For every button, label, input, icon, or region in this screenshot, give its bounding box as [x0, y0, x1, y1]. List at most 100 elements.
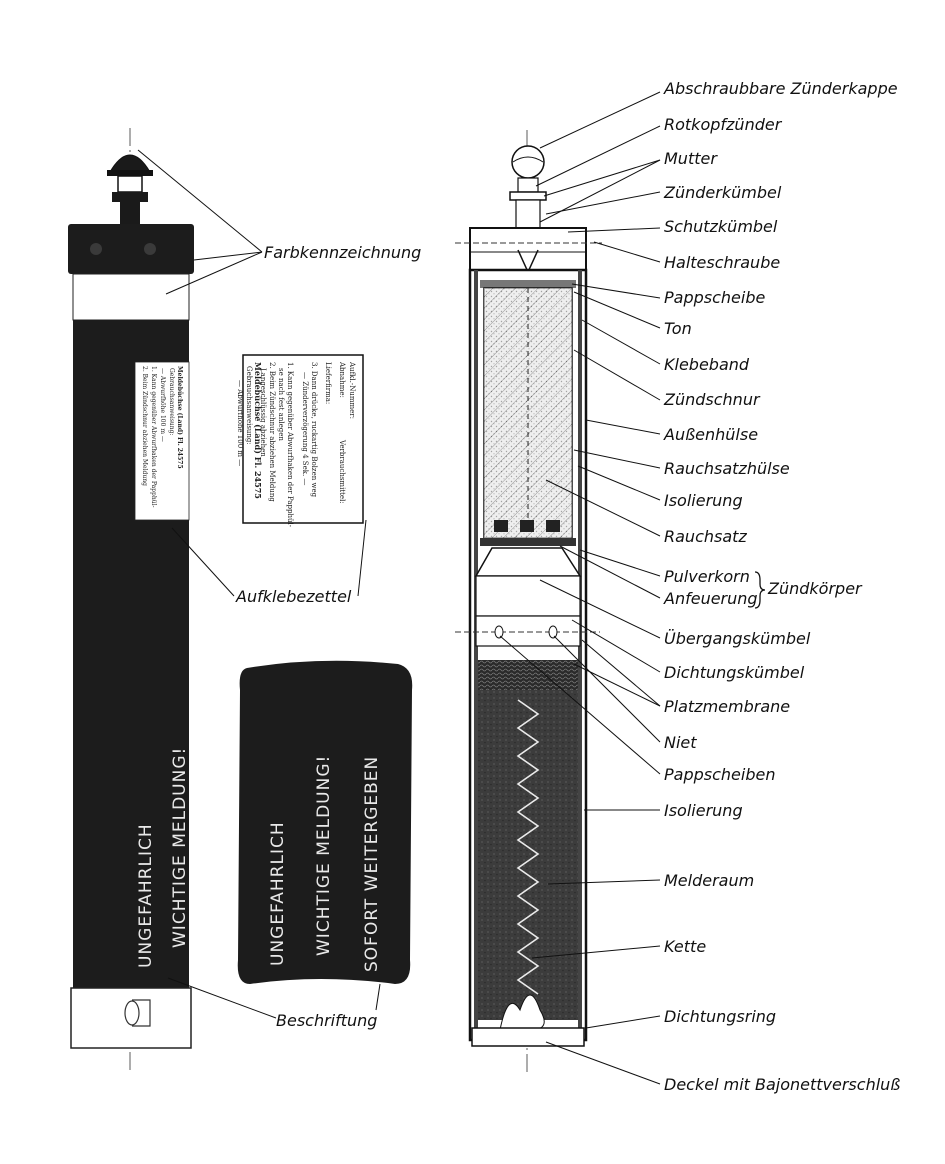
- chain-bundle: [499, 994, 545, 1031]
- message-chamber: [478, 690, 578, 1020]
- tube-text-line2: WICHTIGE MELDUNG!: [170, 746, 190, 948]
- ignition-charge: [480, 538, 576, 546]
- label-platzmembrane: Platzmembrane: [664, 697, 791, 716]
- rivet-right: [548, 625, 558, 639]
- leader-niet: [553, 635, 661, 743]
- igniter-cone: [474, 547, 582, 577]
- leader-pappscheibe: [571, 283, 661, 299]
- label-isolierung-top: Isolierung: [664, 491, 743, 510]
- exterior-tube: [68, 128, 194, 1072]
- cutaway-fuze-neck: [517, 177, 539, 193]
- leader-mutter-1: [543, 159, 661, 197]
- patch-text-line2: WICHTIGE MELDUNG!: [314, 754, 334, 956]
- leader-rauchsatzhuelse: [573, 449, 661, 469]
- sticker-line-g: — Zünderverzögerung 4 Sek. —: [301, 372, 309, 486]
- leader-melderaum: [547, 879, 661, 885]
- fuze-neck: [117, 175, 143, 193]
- leader-farb-1: [137, 149, 263, 253]
- label-zuendkoerper: Zündkörper: [768, 579, 862, 598]
- leader-klebeband: [581, 319, 661, 365]
- tube-sticker-title: Meldebüchse (Land) Fl. 24575: [176, 366, 183, 469]
- powder-grain-2: [520, 520, 534, 532]
- bayonet-slot: [132, 999, 151, 1027]
- label-uebergangskuembel: Übergangskümbel: [664, 629, 811, 648]
- label-mutter: Mutter: [664, 149, 717, 168]
- tube-sticker-line-b: 1. Kann gegenüber Abwurfhaken der Papphü…: [150, 366, 157, 508]
- leader-rotkopf: [535, 125, 661, 187]
- label-zuendschnur: Zündschnur: [664, 390, 760, 409]
- label-schutzkuembel: Schutzkümbel: [664, 217, 778, 236]
- leader-zuendschnur: [573, 349, 661, 401]
- label-melderaum: Melderaum: [664, 871, 755, 890]
- cutaway-fuze-cap: [511, 145, 545, 179]
- label-anfeuerung: Anfeuerung: [664, 589, 758, 608]
- leader-dichtung: [571, 619, 661, 673]
- leader-farb-2: [193, 251, 263, 261]
- sticker-line-d: 2. Beim Zündschnur abziehen Meldung: [268, 362, 276, 502]
- sticker-line-h: Lieferfirma:: [324, 362, 332, 405]
- label-dichtungskuembel: Dichtungskümbel: [664, 663, 805, 682]
- leader-beschr-1: [167, 977, 277, 1019]
- leader-farb-3: [165, 251, 263, 295]
- leader-ton: [573, 291, 661, 329]
- powder-grain-3: [546, 520, 560, 532]
- cutaway-nut: [509, 191, 547, 201]
- tube-sticker-subtitle: Gebrauchsanweisung:: [168, 368, 175, 436]
- label-rotkopfzuender: Rotkopfzünder: [664, 115, 782, 134]
- sticker-line-k: Verbrauchsmittel:: [338, 440, 346, 504]
- leader-pulverkorn: [579, 549, 661, 577]
- label-isolierung-bottom: Isolierung: [664, 801, 743, 820]
- tube-sticker-line-a: — Abwurfhöhe 100 m —: [159, 368, 166, 442]
- head-screw-left: [90, 243, 102, 255]
- leader-aufkleb-1: [171, 527, 235, 597]
- leader-isolierung: [577, 465, 661, 501]
- transition-cup: [475, 575, 581, 617]
- powder-grain-1: [494, 520, 508, 532]
- leader-pappscheiben: [499, 635, 661, 775]
- leader-zuenderkappe: [539, 91, 661, 149]
- leader-rauchsatz: [545, 479, 661, 537]
- label-niet: Niet: [664, 733, 697, 752]
- label-pulverkorn: Pulverkorn: [664, 567, 750, 586]
- leader-zuenderkuembel: [545, 191, 661, 215]
- label-deckel: Deckel mit Bajonettverschluß: [664, 1075, 901, 1094]
- protective-cup: [469, 227, 587, 271]
- fuze-cap-dome: [109, 154, 151, 173]
- fuze-nut: [112, 192, 148, 202]
- chain: [516, 699, 540, 995]
- leader-uebergang: [539, 579, 661, 639]
- head-screw-right: [144, 243, 156, 255]
- tube-text-line1: UNGEFAHRLICH: [136, 823, 156, 968]
- label-kette: Kette: [664, 937, 707, 956]
- leader-aussenhuelse: [585, 419, 661, 435]
- sticker-line-c: se nach fest anlegen: [277, 368, 285, 441]
- label-farbkennzeichnung: Farbkennzeichnung: [264, 243, 422, 262]
- patch-text-line3: SOFORT WEITERGEBEN: [362, 755, 382, 972]
- bayonet-pin: [124, 1000, 140, 1026]
- zuendkoerper-brace: [754, 571, 766, 609]
- fuze-cap-rim: [107, 170, 153, 176]
- sticker-line-j: Aufkl.-Nummer:: [348, 362, 356, 419]
- cap-seam: [512, 156, 544, 163]
- label-pappscheibe: Pappscheibe: [664, 288, 766, 307]
- sticker-line-f: 3. Dann drücke, ruckartig Bolzen weg: [310, 362, 318, 498]
- sticker-detail-frame: [242, 354, 364, 524]
- label-zuenderkappe: Abschraubbare Zünderkappe: [664, 79, 898, 98]
- label-aussenhuelse: Außenhülse: [664, 425, 759, 444]
- leader-beschr-2: [375, 983, 381, 1011]
- burst-membranes: [478, 660, 578, 690]
- label-rauchsatz: Rauchsatz: [664, 527, 747, 546]
- leader-platz-1: [581, 639, 661, 707]
- cardboard-disc: [480, 280, 576, 288]
- label-dichtungsring: Dichtungsring: [664, 1007, 777, 1026]
- leader-mutter-2: [539, 159, 661, 223]
- label-rauchsatzhuelse: Rauchsatzhülse: [664, 459, 790, 478]
- tube-sticker: [134, 361, 190, 521]
- leader-lines: [137, 91, 766, 1085]
- shell-wall-left: [474, 270, 478, 1040]
- label-halteschraube: Halteschraube: [664, 253, 781, 272]
- cutaway-bottom-lid: [471, 1027, 585, 1047]
- rivet-left: [494, 625, 504, 639]
